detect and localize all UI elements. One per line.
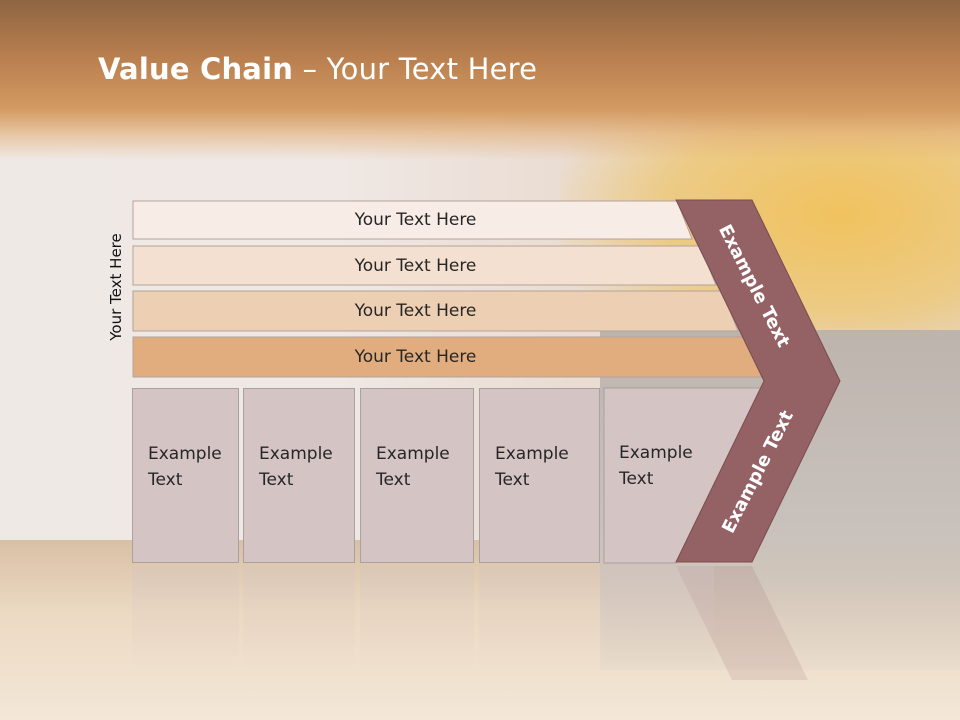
box-4-line1: Example bbox=[495, 444, 569, 464]
bar-2-label: Your Text Here bbox=[354, 255, 477, 276]
bar-3-label: Your Text Here bbox=[354, 301, 477, 321]
box-reflection-5 bbox=[604, 566, 714, 686]
box-reflection-2 bbox=[243, 566, 355, 686]
bar-1-label: Your Text Here bbox=[354, 210, 477, 230]
box-2-line1: Example bbox=[259, 444, 333, 464]
title-rest: – Your Text Here bbox=[293, 52, 538, 86]
box-1-line1: Example bbox=[148, 444, 222, 464]
bar-4-label: Your Text Here bbox=[354, 347, 477, 367]
box-3-line2: Text bbox=[376, 470, 411, 490]
title-bold: Value Chain bbox=[98, 52, 294, 86]
box-5-text: Example Text bbox=[619, 440, 693, 492]
slide-title: Value Chain – Your Text Here bbox=[98, 52, 537, 86]
box-reflection-1 bbox=[132, 566, 239, 686]
box-5-line1: Example bbox=[619, 443, 693, 463]
box-4-line2: Text bbox=[495, 470, 530, 490]
box-2-line2: Text bbox=[259, 470, 294, 490]
box-reflection-3 bbox=[360, 566, 474, 686]
header-band bbox=[0, 0, 960, 160]
box-1-line2: Text bbox=[148, 470, 183, 490]
box-5-line2: Text bbox=[619, 469, 654, 489]
box-reflection-4 bbox=[479, 566, 600, 686]
box-3-line1: Example bbox=[376, 444, 450, 464]
